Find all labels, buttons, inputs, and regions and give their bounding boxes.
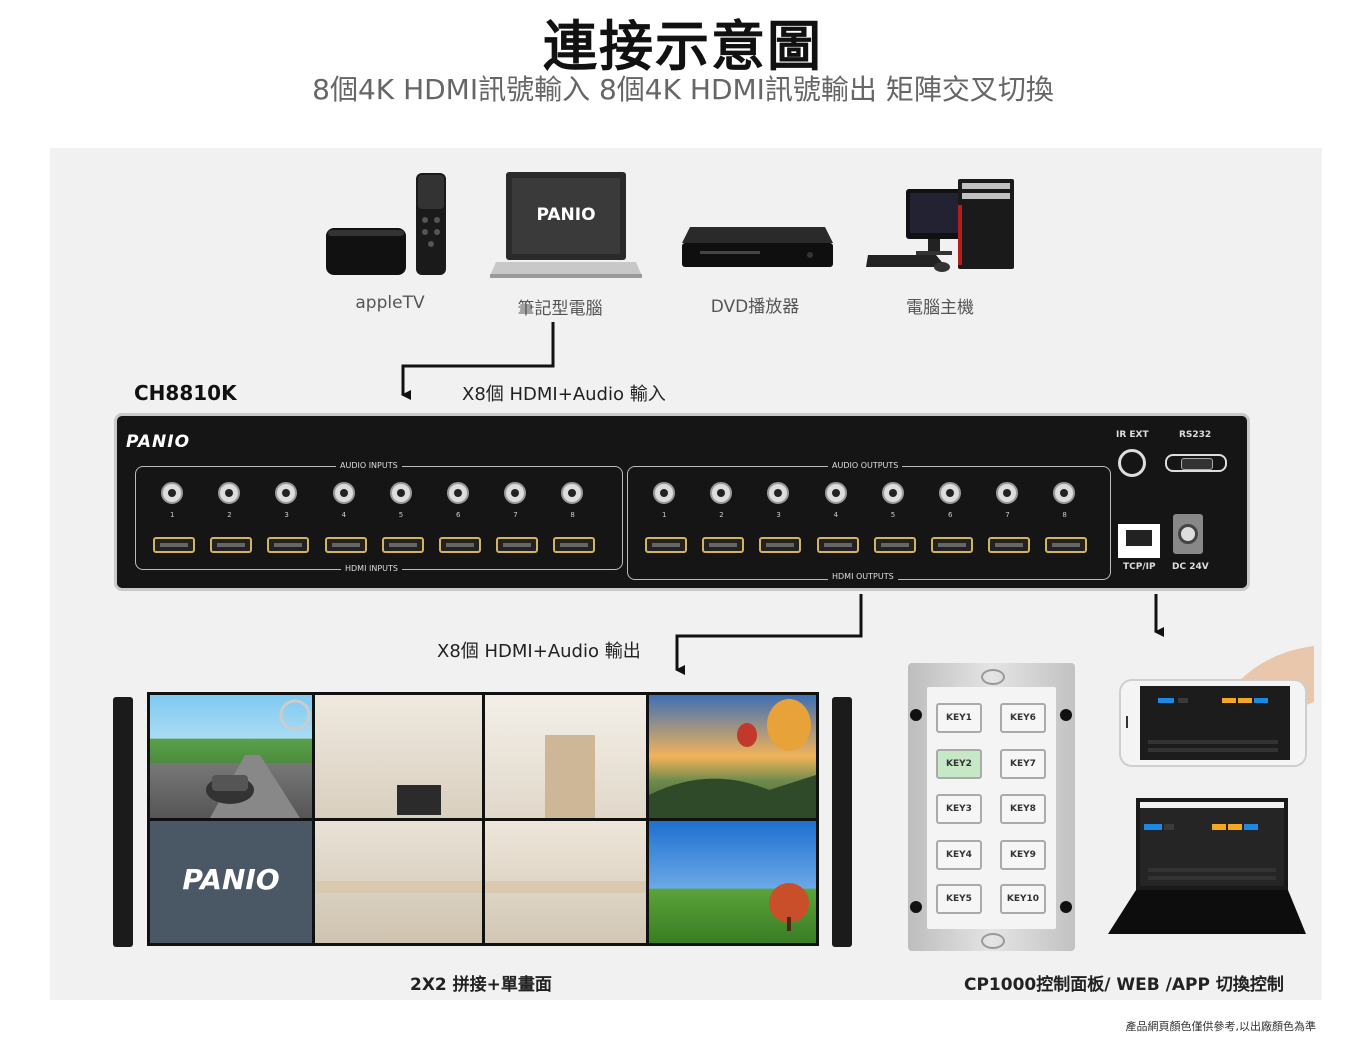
audio-input-jack bbox=[447, 482, 469, 504]
hdmi-output-port bbox=[988, 537, 1030, 553]
audio-output-jack bbox=[882, 482, 904, 504]
tile-brand-logo: PANIO bbox=[150, 821, 312, 943]
ir-ext-port bbox=[1118, 449, 1146, 477]
audio-inputs-label: AUDIO INPUTS bbox=[336, 461, 402, 470]
input-port-number: 2 bbox=[227, 511, 231, 519]
hdmi-output-port bbox=[645, 537, 687, 553]
output-port-number: 4 bbox=[834, 511, 838, 519]
model-number: CH8810K bbox=[134, 381, 237, 405]
videowall-speaker-right bbox=[832, 697, 852, 947]
output-port-number: 2 bbox=[719, 511, 723, 519]
input-port-group: AUDIO INPUTS HDMI INPUTS bbox=[135, 466, 623, 570]
output-port-number: 8 bbox=[1062, 511, 1066, 519]
audio-input-jack bbox=[333, 482, 355, 504]
rs232-port bbox=[1165, 454, 1227, 472]
tcpip-label: TCP/IP bbox=[1123, 562, 1156, 572]
footnote: 產品網頁顏色僅供參考,以出廠顏色為準 bbox=[1126, 1018, 1317, 1034]
matrix-switcher-device: PANIO AUDIO INPUTS HDMI INPUTS AUDIO OUT… bbox=[114, 413, 1250, 591]
audio-input-jack bbox=[161, 482, 183, 504]
audio-outputs-label: AUDIO OUTPUTS bbox=[828, 461, 902, 470]
output-port-number: 6 bbox=[948, 511, 952, 519]
output-port-number: 7 bbox=[1005, 511, 1009, 519]
output-port-group: AUDIO OUTPUTS HDMI OUTPUTS bbox=[627, 466, 1111, 580]
tile-hot-air-balloons bbox=[649, 695, 816, 818]
tile-interior-3 bbox=[315, 821, 482, 943]
hdmi-output-port bbox=[817, 537, 859, 553]
videowall-speaker-left bbox=[113, 697, 133, 947]
output-port-number: 5 bbox=[891, 511, 895, 519]
output-arrow-label: X8個 HDMI+Audio 輸出 bbox=[437, 637, 641, 663]
output-port-number: 3 bbox=[776, 511, 780, 519]
output-port-number: 1 bbox=[662, 511, 666, 519]
keypad-key-key8[interactable]: KEY8 bbox=[1000, 794, 1046, 824]
keypad-key-key5[interactable]: KEY5 bbox=[936, 884, 982, 914]
tile-tree-landscape bbox=[649, 821, 816, 943]
hdmi-output-port bbox=[702, 537, 744, 553]
hdmi-input-port bbox=[439, 537, 481, 553]
keypad-key-key2[interactable]: KEY2 bbox=[936, 749, 982, 779]
tile-interior-1 bbox=[315, 695, 482, 818]
dc-power-port bbox=[1173, 514, 1203, 554]
keypad-key-key10[interactable]: KEY10 bbox=[1000, 884, 1046, 914]
control-label: CP1000控制面板/ WEB /APP 切換控制 bbox=[964, 970, 1284, 995]
hdmi-input-port bbox=[382, 537, 424, 553]
laptop-web-ui bbox=[1108, 798, 1306, 938]
dc-label: DC 24V bbox=[1172, 562, 1209, 572]
input-port-number: 1 bbox=[170, 511, 174, 519]
keypad-key-key6[interactable]: KEY6 bbox=[1000, 703, 1046, 733]
hdmi-output-port bbox=[759, 537, 801, 553]
audio-output-jack bbox=[825, 482, 847, 504]
ir-ext-label: IR EXT bbox=[1116, 430, 1149, 440]
hdmi-output-port bbox=[931, 537, 973, 553]
hdmi-output-port bbox=[1045, 537, 1087, 553]
keypad-key-key7[interactable]: KEY7 bbox=[1000, 749, 1046, 779]
input-port-number: 6 bbox=[456, 511, 460, 519]
audio-input-jack bbox=[390, 482, 412, 504]
videowall-logo: PANIO bbox=[150, 863, 312, 896]
hdmi-outputs-label: HDMI OUTPUTS bbox=[828, 572, 898, 581]
hdmi-input-port bbox=[553, 537, 595, 553]
smartphone-app bbox=[1118, 642, 1318, 770]
input-port-number: 7 bbox=[513, 511, 517, 519]
hdmi-input-port bbox=[325, 537, 367, 553]
audio-output-jack bbox=[939, 482, 961, 504]
videowall-label: 2X2 拼接+單畫面 bbox=[410, 970, 552, 995]
tile-interior-2 bbox=[485, 695, 646, 818]
tcpip-port bbox=[1118, 524, 1160, 558]
videowall: PANIO bbox=[147, 692, 819, 946]
input-port-number: 3 bbox=[284, 511, 288, 519]
input-port-number: 4 bbox=[342, 511, 346, 519]
rs232-label: RS232 bbox=[1179, 430, 1211, 440]
input-arrow-label: X8個 HDMI+Audio 輸入 bbox=[462, 380, 666, 406]
keypad-key-key1[interactable]: KEY1 bbox=[936, 703, 982, 733]
hdmi-inputs-label: HDMI INPUTS bbox=[341, 564, 402, 573]
device-brand-logo: PANIO bbox=[126, 432, 190, 452]
hdmi-output-port bbox=[874, 537, 916, 553]
hdmi-input-port bbox=[153, 537, 195, 553]
keypad-key-key3[interactable]: KEY3 bbox=[936, 794, 982, 824]
input-port-number: 5 bbox=[399, 511, 403, 519]
hdmi-input-port bbox=[210, 537, 252, 553]
input-port-number: 8 bbox=[570, 511, 574, 519]
keypad-key-key9[interactable]: KEY9 bbox=[1000, 840, 1046, 870]
keypad-key-key4[interactable]: KEY4 bbox=[936, 840, 982, 870]
audio-output-jack bbox=[653, 482, 675, 504]
tile-interior-4 bbox=[485, 821, 646, 943]
tile-racing-game bbox=[150, 695, 312, 818]
hdmi-input-port bbox=[496, 537, 538, 553]
hdmi-input-port bbox=[267, 537, 309, 553]
